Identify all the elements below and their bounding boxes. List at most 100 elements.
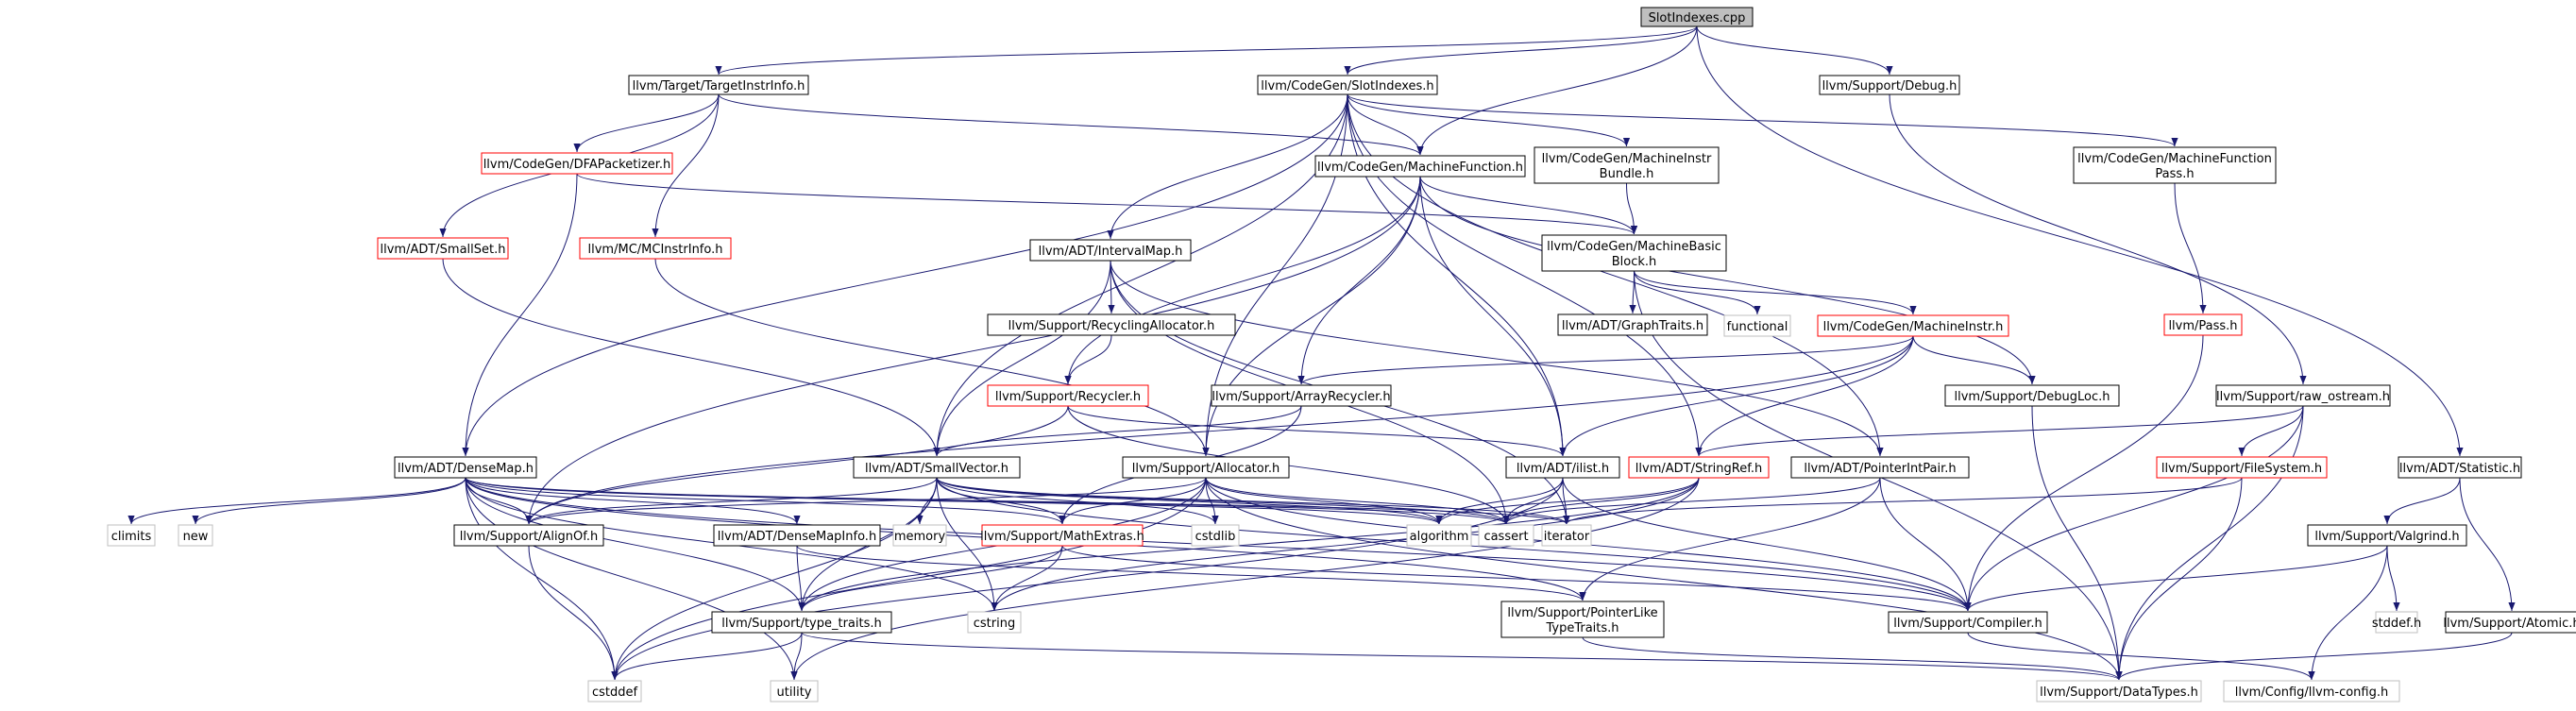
node-label: llvm/CodeGen/MachineInstr.h: [1823, 320, 2004, 334]
edge: [1435, 477, 1564, 525]
node-label: Pass.h: [2155, 167, 2194, 181]
edge: [2115, 632, 2513, 681]
node-label: llvm/Support/type_traits.h: [721, 617, 882, 631]
edge: [1634, 270, 1761, 315]
node-minstr[interactable]: llvm/CodeGen/MachineInstr.h: [1817, 314, 2009, 337]
node-mcinstr[interactable]: llvm/MC/MCInstrInfo.h: [579, 237, 732, 260]
edge-mf-to-allocator: [1202, 176, 1421, 457]
edge: [1344, 25, 1698, 76]
edge-filesystem-to-iterator: [1563, 477, 2243, 525]
node-memory: memory: [892, 524, 947, 547]
node-box: [2215, 384, 2391, 407]
node-cstdlib: cstdlib: [1191, 524, 1240, 547]
node-algorithm: algorithm: [1406, 524, 1472, 547]
edge-mf-to-arrrecycler: [1297, 176, 1421, 385]
edge-typetraits-to-utility: [790, 632, 803, 681]
edge: [465, 477, 805, 612]
node-label: llvm/Support/ArrayRecycler.h: [1212, 390, 1390, 404]
node-densemap[interactable]: llvm/ADT/DenseMap.h: [394, 456, 537, 479]
node-debug[interactable]: llvm/Support/Debug.h: [1819, 75, 1960, 95]
edge: [1419, 176, 1638, 235]
edge-smallset-to-smallvec: [442, 258, 941, 457]
node-tinstr[interactable]: llvm/Target/TargetInstrInfo.h: [628, 75, 809, 95]
node-smallvec[interactable]: llvm/ADT/SmallVector.h: [853, 456, 1021, 479]
node-box: [1500, 601, 1665, 638]
node-debugloc[interactable]: llvm/Support/DebugLoc.h: [1944, 384, 2120, 407]
node-label: cstdlib: [1195, 530, 1236, 544]
node-intmap[interactable]: llvm/ADT/IntervalMap.h: [1029, 239, 1192, 262]
edge-slotidx-to-mib: [1347, 93, 1631, 147]
edge-densemap-to-climits: [127, 477, 466, 525]
node-box: [1314, 155, 1526, 178]
node-label: llvm/ADT/StringRef.h: [1635, 462, 1762, 476]
node-box: [1541, 234, 1727, 272]
edge-allocator-to-mathextras: [1059, 477, 1207, 525]
node-rawos[interactable]: llvm/Support/raw_ostream.h: [2215, 384, 2391, 407]
edge-root-to-debug: [1696, 25, 1893, 76]
edge-debug-to-rawos: [1889, 93, 2307, 385]
edge-filesystem-to-datatypes: [2115, 477, 2243, 681]
edge-valgrind-to-llvmconfig: [2308, 545, 2388, 681]
edge-slotidx-to-intmap: [1107, 93, 1348, 240]
node-typetraits[interactable]: llvm/Support/type_traits.h: [711, 611, 892, 634]
edge-alignof-to-cstddef: [528, 545, 619, 681]
node-dfa[interactable]: llvm/CodeGen/DFAPacketizer.h: [481, 152, 673, 175]
edge: [2115, 405, 2304, 681]
node-arrrecycler[interactable]: llvm/Support/ArrayRecycler.h: [1211, 384, 1392, 407]
edge: [1562, 477, 1972, 612]
edge-recycler-to-ilist: [1067, 405, 1567, 457]
node-allocator[interactable]: llvm/Support/Allocator.h: [1122, 456, 1290, 479]
node-filesystem[interactable]: llvm/Support/FileSystem.h: [2156, 456, 2328, 479]
node-slotidx[interactable]: llvm/CodeGen/SlotIndexes.h: [1257, 75, 1438, 95]
edge: [798, 545, 1063, 612]
node-mathextras[interactable]: llvm/Support/MathExtras.h: [980, 524, 1144, 547]
node-ilist[interactable]: llvm/ADT/ilist.h: [1505, 456, 1620, 479]
node-densemapinfo[interactable]: llvm/ADT/DenseMapInfo.h: [713, 524, 881, 547]
edge: [525, 477, 1207, 525]
edge-allocator-to-cassert: [1205, 477, 1510, 525]
node-label: Block.h: [1612, 255, 1657, 269]
node-box: [453, 524, 604, 547]
edge-ptrintpair-to-cassert: [1502, 477, 1881, 525]
node-statistic[interactable]: llvm/ADT/Statistic.h: [2398, 456, 2522, 479]
node-pass[interactable]: llvm/Pass.h: [2163, 313, 2243, 336]
edge: [796, 545, 1586, 601]
node-graphtraits[interactable]: llvm/ADT/GraphTraits.h: [1557, 313, 1708, 336]
edge: [576, 173, 1637, 235]
edge-densemap-to-new: [192, 477, 466, 525]
node-label: cassert: [1483, 530, 1528, 544]
node-smallset[interactable]: llvm/ADT/SmallSet.h: [377, 237, 509, 260]
node-label: llvm/Support/Allocator.h: [1132, 462, 1280, 476]
edge: [525, 477, 938, 525]
edge: [2308, 545, 2388, 681]
node-compiler[interactable]: llvm/Support/Compiler.h: [1888, 611, 2048, 634]
node-alignof[interactable]: llvm/Support/AlignOf.h: [453, 524, 604, 547]
node-root[interactable]: SlotIndexes.cpp: [1640, 7, 1754, 27]
edge-mf-to-ilist: [1419, 176, 1567, 457]
edge-ilist-to-algorithm: [1435, 477, 1564, 525]
node-box: [853, 456, 1021, 479]
edge: [654, 258, 1210, 457]
node-valgrind[interactable]: llvm/Support/Valgrind.h: [2307, 524, 2467, 547]
edge-dfa-to-mbb: [576, 173, 1637, 235]
edge: [1297, 335, 1914, 385]
edge-tinstr-to-dfa: [573, 93, 720, 153]
node-atomic[interactable]: llvm/Support/Atomic.h: [2443, 611, 2576, 634]
edge: [936, 477, 1570, 525]
edge: [462, 173, 578, 457]
node-label: llvm/Support/Compiler.h: [1893, 617, 2042, 631]
node-ptrintpair[interactable]: llvm/ADT/PointerIntPair.h: [1790, 456, 1970, 479]
edge: [1912, 335, 2036, 385]
node-mf[interactable]: llvm/CodeGen/MachineFunction.h: [1314, 155, 1526, 178]
node-recycalloc[interactable]: llvm/Support/RecyclingAllocator.h: [987, 313, 1236, 336]
edge-stringref-to-algorithm: [1435, 477, 1700, 525]
edge-rawos-to-stringref: [1695, 405, 2304, 457]
node-stringref[interactable]: llvm/ADT/StringRef.h: [1628, 456, 1770, 479]
node-label: llvm/CodeGen/SlotIndexes.h: [1261, 79, 1433, 93]
node-recycler[interactable]: llvm/Support/Recycler.h: [987, 384, 1149, 407]
edge: [801, 632, 2123, 681]
